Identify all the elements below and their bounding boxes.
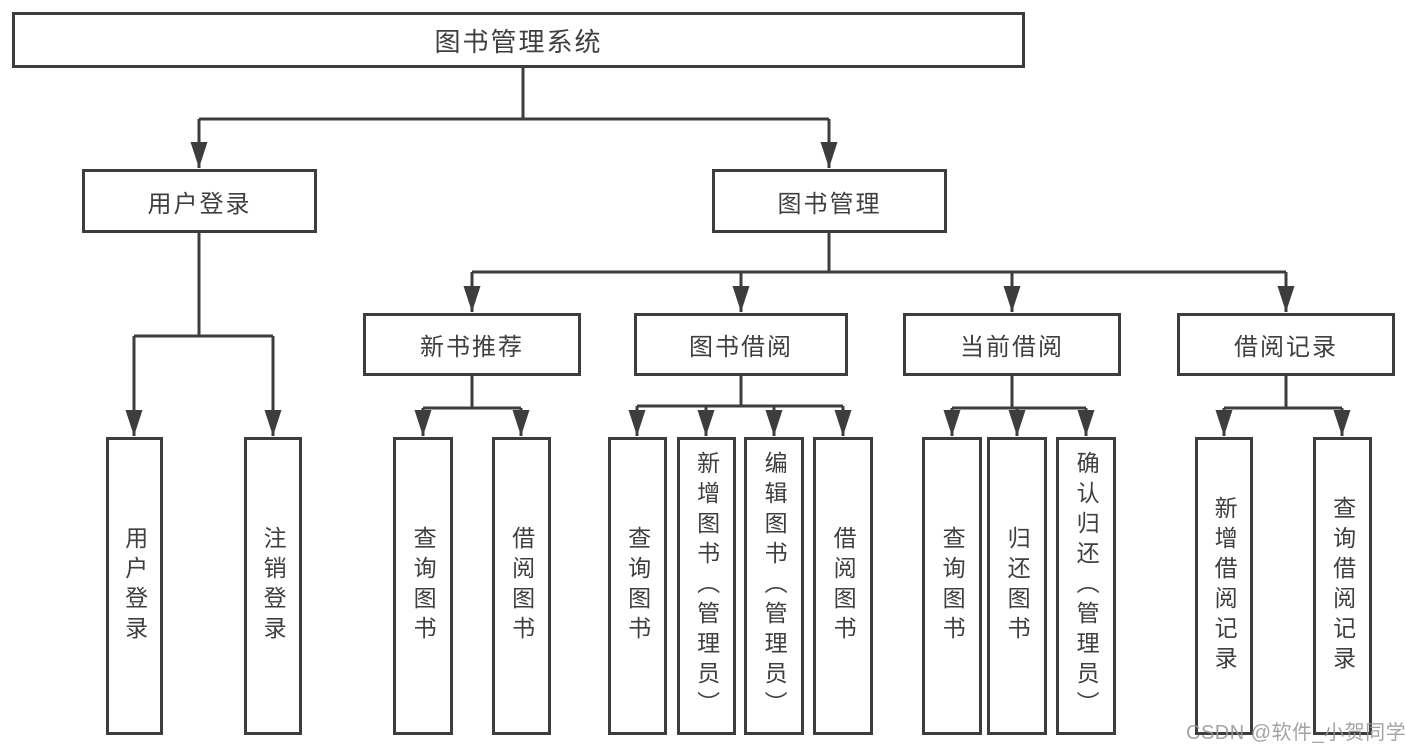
leaf-label: 归还图书 (1004, 526, 1031, 646)
node-book-management: 图书管理 (712, 169, 947, 233)
leaf-label: 查询图书 (939, 526, 966, 646)
connector-user-login-children (125, 233, 282, 436)
node-borrow-record: 借阅记录 (1177, 313, 1395, 376)
connector-borrow-record-children (1215, 376, 1351, 436)
leaf-label: 注销登录 (260, 526, 287, 646)
leaf-query-borrow-record: 查询借阅记录 (1313, 437, 1372, 735)
connector-book-borrow-children (628, 376, 852, 436)
leaf-query-book-1: 查询图书 (393, 437, 453, 735)
node-user-login: 用户登录 (82, 169, 317, 233)
leaf-borrow-book-1: 借阅图书 (492, 437, 551, 735)
leaf-label: 用户登录 (121, 526, 148, 646)
node-book-borrow: 图书借阅 (634, 313, 848, 376)
leaf-query-book-2: 查询图书 (608, 437, 667, 735)
leaf-edit-book-admin: 编辑图书（管理员） (744, 437, 804, 735)
leaf-label: 借阅图书 (508, 526, 535, 646)
node-current-borrow: 当前借阅 (903, 313, 1121, 376)
connector-book-management-children (463, 233, 1295, 312)
node-label: 用户登录 (147, 190, 252, 218)
leaf-borrow-book-2: 借阅图书 (813, 437, 873, 735)
node-label: 图书管理 (777, 190, 882, 218)
leaf-label: 查询图书 (624, 526, 651, 646)
node-label: 新书推荐 (420, 334, 524, 361)
node-label: 图书管理系统 (434, 26, 603, 57)
connector-root-to-level2 (190, 68, 838, 168)
connector-new-book-children (414, 376, 530, 436)
leaf-label: 查询借阅记录 (1329, 496, 1356, 676)
leaf-label: 编辑图书（管理员） (761, 451, 788, 721)
leaf-label: 新增借阅记录 (1211, 496, 1238, 676)
node-new-book-recommend: 新书推荐 (363, 313, 581, 376)
leaf-confirm-return-admin: 确认归还（管理员） (1056, 437, 1116, 735)
connector-current-borrow-children (943, 376, 1095, 436)
leaf-label: 确认归还（管理员） (1073, 451, 1100, 721)
node-label: 图书借阅 (689, 334, 793, 361)
leaf-query-book-3: 查询图书 (922, 437, 982, 735)
leaf-label: 新增图书（管理员） (693, 451, 720, 721)
leaf-logout: 注销登录 (244, 437, 302, 735)
leaf-add-book-admin: 新增图书（管理员） (677, 437, 736, 735)
leaf-add-borrow-record: 新增借阅记录 (1195, 437, 1253, 735)
leaf-user-login: 用户登录 (106, 437, 163, 735)
leaf-label: 借阅图书 (830, 526, 857, 646)
leaf-return-book: 归还图书 (987, 437, 1047, 735)
node-label: 借阅记录 (1234, 334, 1338, 361)
csdn-watermark: CSDN @软件_小贺同学 (1186, 722, 1405, 744)
leaf-label: 查询图书 (410, 526, 437, 646)
node-system-root: 图书管理系统 (12, 12, 1025, 68)
node-label: 当前借阅 (960, 334, 1064, 361)
